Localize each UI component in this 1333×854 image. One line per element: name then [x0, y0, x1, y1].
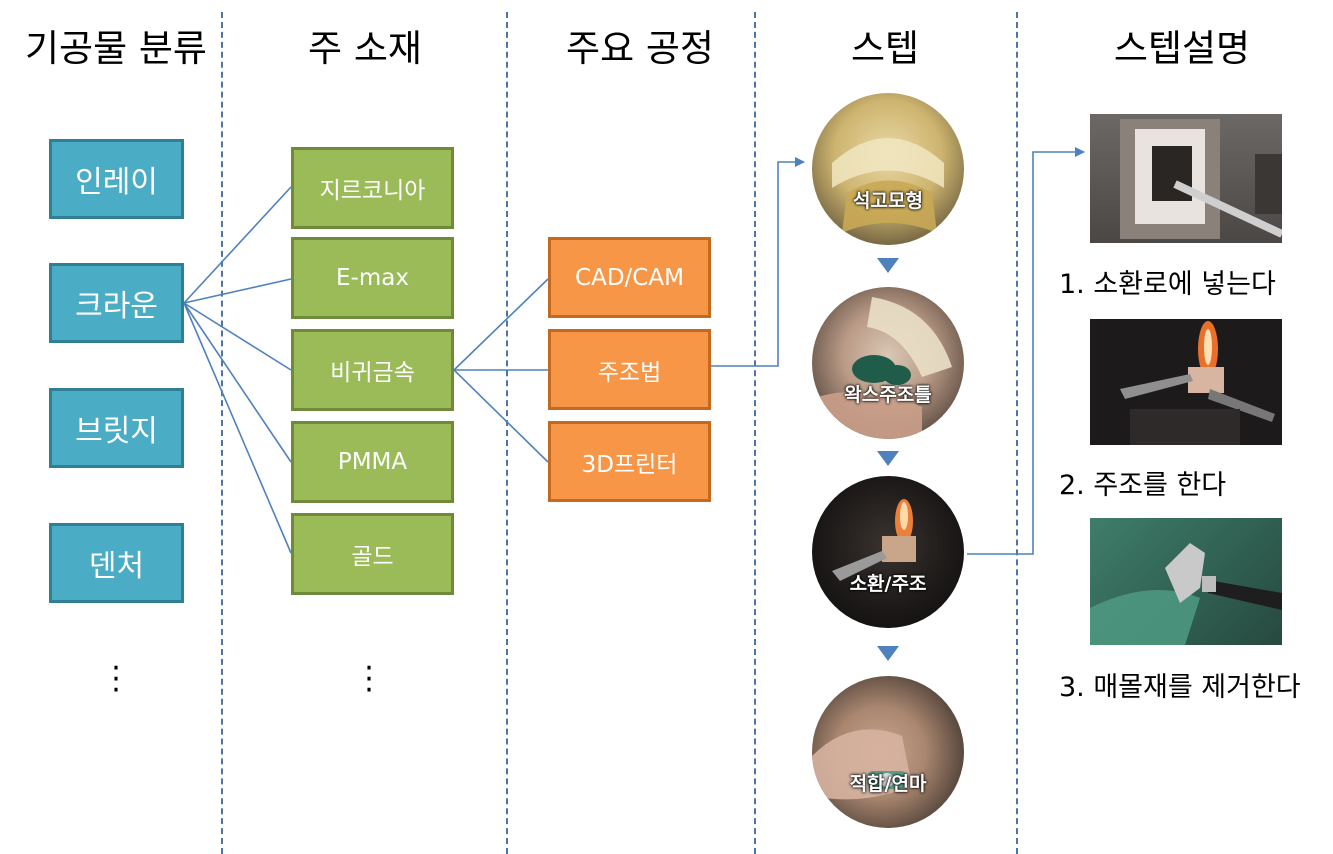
investment-removal-image [1090, 543, 1282, 645]
step-label: 소환/주조 [849, 573, 927, 595]
investment-removal-photo [1090, 518, 1282, 645]
category-bridge: 브릿지 [49, 388, 184, 468]
link-nonprecious-3dprinter [453, 369, 549, 463]
header-step: 스텝 [850, 27, 920, 70]
column-divider [1016, 12, 1018, 854]
arrow-down-icon [877, 451, 899, 466]
material-nonprecious-metal: 비귀금속 [291, 329, 454, 411]
link-crown-pmma [183, 302, 292, 463]
column-divider [506, 12, 508, 854]
material-zirconia: 지르코니아 [291, 147, 454, 229]
process-cadcam: CAD/CAM [548, 237, 711, 318]
step-description-2: 2. 주조를 한다 [1059, 470, 1227, 501]
category-crown: 크라운 [49, 263, 184, 343]
category-denture: 덴처 [49, 523, 184, 603]
furnace-image [1120, 119, 1282, 239]
step-plaster-model-photo: 석고모형 [812, 93, 964, 245]
step-burnout-casting-photo: 소환/주조 [812, 476, 964, 628]
link-nonprecious-cadcam [453, 278, 549, 371]
step-label: 석고모형 [853, 190, 923, 212]
step-wax-pattern-photo: 왁스주조틀 [812, 287, 964, 439]
burnout-casting-image [832, 499, 916, 581]
link-crown-emax [183, 278, 292, 304]
link-burnout-descriptions [967, 147, 1085, 555]
arrow-down-icon [877, 646, 899, 661]
fitting-polishing-image [812, 729, 912, 800]
link-crown-nonprecious [183, 302, 292, 371]
step-label: 왁스주조틀 [844, 384, 932, 406]
header-step-description: 스텝설명 [1113, 27, 1251, 70]
process-casting: 주조법 [548, 329, 711, 410]
casting-photo [1090, 319, 1282, 445]
category-inlay: 인레이 [49, 139, 184, 219]
process-3d-printer: 3D프린터 [548, 421, 711, 502]
column-divider [221, 12, 223, 854]
header-category: 기공물 분류 [25, 27, 207, 70]
link-casting-steps [711, 157, 805, 367]
furnace-photo [1090, 114, 1282, 243]
column-divider [754, 12, 756, 854]
category-more-ellipsis: ··· [111, 651, 121, 708]
step-fitting-polishing-photo: 적합/연마 [812, 676, 964, 828]
material-gold: 골드 [291, 513, 454, 595]
step-description-1: 1. 소환로에 넣는다 [1059, 269, 1276, 300]
link-crown-gold [183, 302, 292, 554]
casting-image [1120, 321, 1275, 445]
material-emax: E-max [291, 237, 454, 319]
plaster-model-image [832, 138, 944, 233]
link-crown-zirconia [183, 186, 292, 304]
arrow-down-icon [877, 258, 899, 273]
step-label: 적합/연마 [849, 773, 927, 795]
step-description-3: 3. 매몰재를 제거한다 [1059, 672, 1301, 703]
material-more-ellipsis: ··· [364, 651, 374, 708]
material-pmma: PMMA [291, 421, 454, 503]
wax-pattern-image [817, 297, 952, 439]
header-material: 주 소재 [308, 27, 422, 70]
header-process: 주요 공정 [566, 27, 714, 70]
